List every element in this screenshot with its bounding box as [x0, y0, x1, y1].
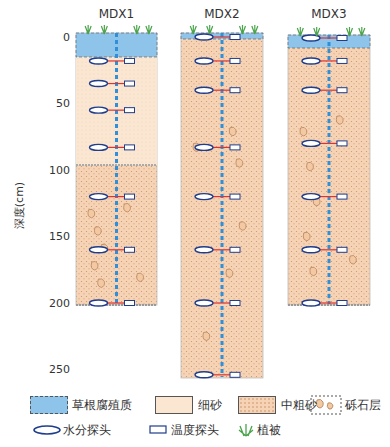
legend-text: 植被 [257, 422, 281, 439]
axis-title: 深度(cm) [13, 181, 28, 228]
legend-text: 水分探头 [63, 422, 111, 439]
depth-tick: 200 [49, 297, 70, 310]
legend-swatch [155, 396, 193, 414]
depth-tick: 150 [49, 230, 70, 243]
soil-column [288, 27, 370, 306]
column-heading: MDX1 [76, 7, 157, 21]
soil-column: MDX2 [181, 33, 263, 378]
legend-text: 草根腐殖质 [72, 397, 132, 414]
depth-tick: 50 [56, 97, 70, 110]
depth-tick: 100 [49, 164, 70, 177]
column-heading: MDX2 [181, 7, 263, 21]
legend-text: 砾石层 [345, 397, 381, 414]
depth-tick: 250 [49, 363, 70, 376]
legend-text: 细砂 [198, 397, 222, 414]
legend-text: 中粗砂 [281, 397, 317, 414]
legend-text: 温度探头 [171, 422, 219, 439]
depth-tick: 0 [63, 31, 70, 44]
soil-column: MDX3 [288, 35, 370, 305]
soil-column: MDX1 [76, 33, 157, 305]
soil-column [76, 25, 157, 306]
legend-swatch [238, 396, 276, 414]
column-heading: MDX3 [288, 7, 370, 21]
legend-swatch [30, 396, 68, 414]
soil-column [181, 25, 263, 378]
